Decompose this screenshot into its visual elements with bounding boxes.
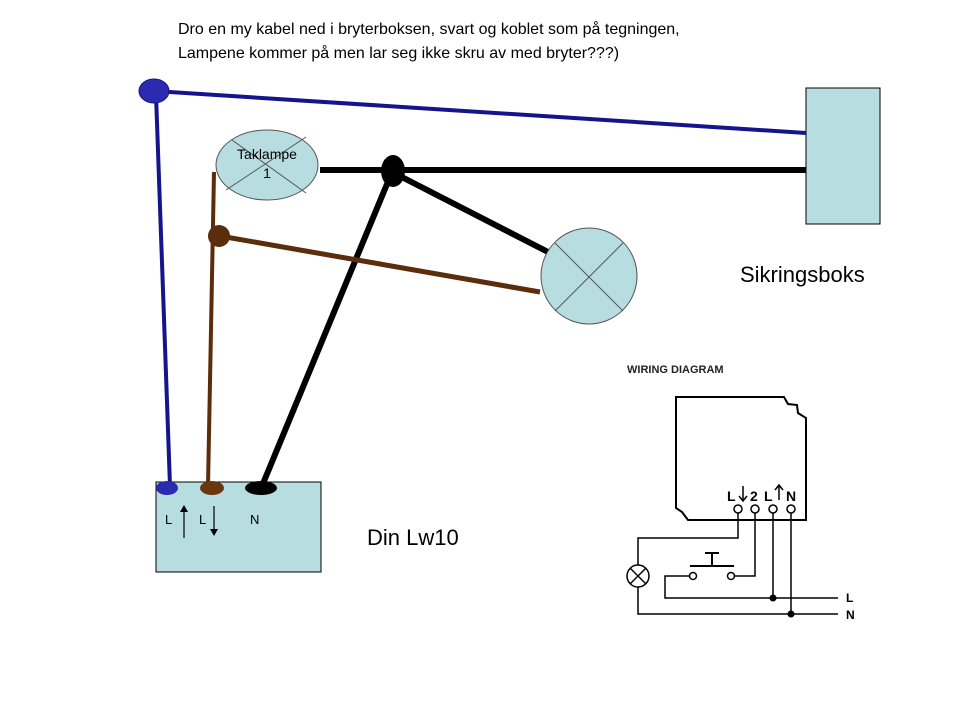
lamp-1: Taklampe 1 [215, 129, 319, 201]
black-wire-to-switch [259, 170, 395, 488]
switch-terminal-label-2: L [199, 512, 206, 527]
black-junction [381, 155, 405, 187]
arrow-up-icon [774, 483, 784, 500]
lamp-1-label-line1: Taklampe [237, 146, 297, 162]
lamp-1-label-line2: 1 [263, 165, 271, 181]
fusebox [805, 87, 881, 225]
switch-box [155, 481, 322, 573]
supply-label-n: N [846, 608, 855, 622]
lamp-symbol-icon [626, 564, 650, 588]
dimmer-module-outline [675, 396, 807, 521]
switch-terminal-blue [156, 481, 178, 495]
note-line-1: Dro en my kabel ned i bryterboksen, svar… [178, 21, 680, 38]
note-line-2: Lampene kommer på men lar seg ikke skru … [178, 45, 620, 62]
problem-note: Dro en my kabel ned i bryterboksen, svar… [178, 18, 818, 66]
wiring-diagram: WIRING DIAGRAM L 2 L N [626, 364, 855, 622]
arrow-down-icon [738, 486, 748, 503]
arrow-down-icon [210, 506, 218, 536]
switch-terminal-label-1: L [165, 512, 172, 527]
switch-box-name: Din Lw10 [367, 525, 459, 550]
wiring-diagram-title: WIRING DIAGRAM [627, 364, 724, 376]
brown-wire-to-lamp1 [206, 171, 216, 487]
brown-junction [208, 225, 230, 247]
blue-junction [138, 78, 170, 104]
terminal-label-4: N [786, 488, 796, 504]
terminal-label-1: L [727, 488, 736, 504]
blue-wire-down [154, 94, 172, 487]
switch-terminal-label-3: N [250, 512, 259, 527]
blue-wire-to-fusebox [153, 89, 807, 135]
terminal-label-3: L [764, 488, 773, 504]
supply-label-l: L [846, 591, 853, 605]
switch-terminal-black [245, 481, 277, 495]
black-wire-to-lamp2 [390, 169, 550, 255]
terminal-label-2: 2 [750, 488, 758, 504]
brown-wire-to-lamp2 [219, 233, 541, 295]
push-button-symbol-icon [688, 552, 736, 581]
arrow-up-icon [180, 505, 188, 538]
lamp-2 [540, 227, 638, 325]
fusebox-label: Sikringsboks [740, 262, 865, 287]
switch-terminal-brown [200, 481, 224, 495]
